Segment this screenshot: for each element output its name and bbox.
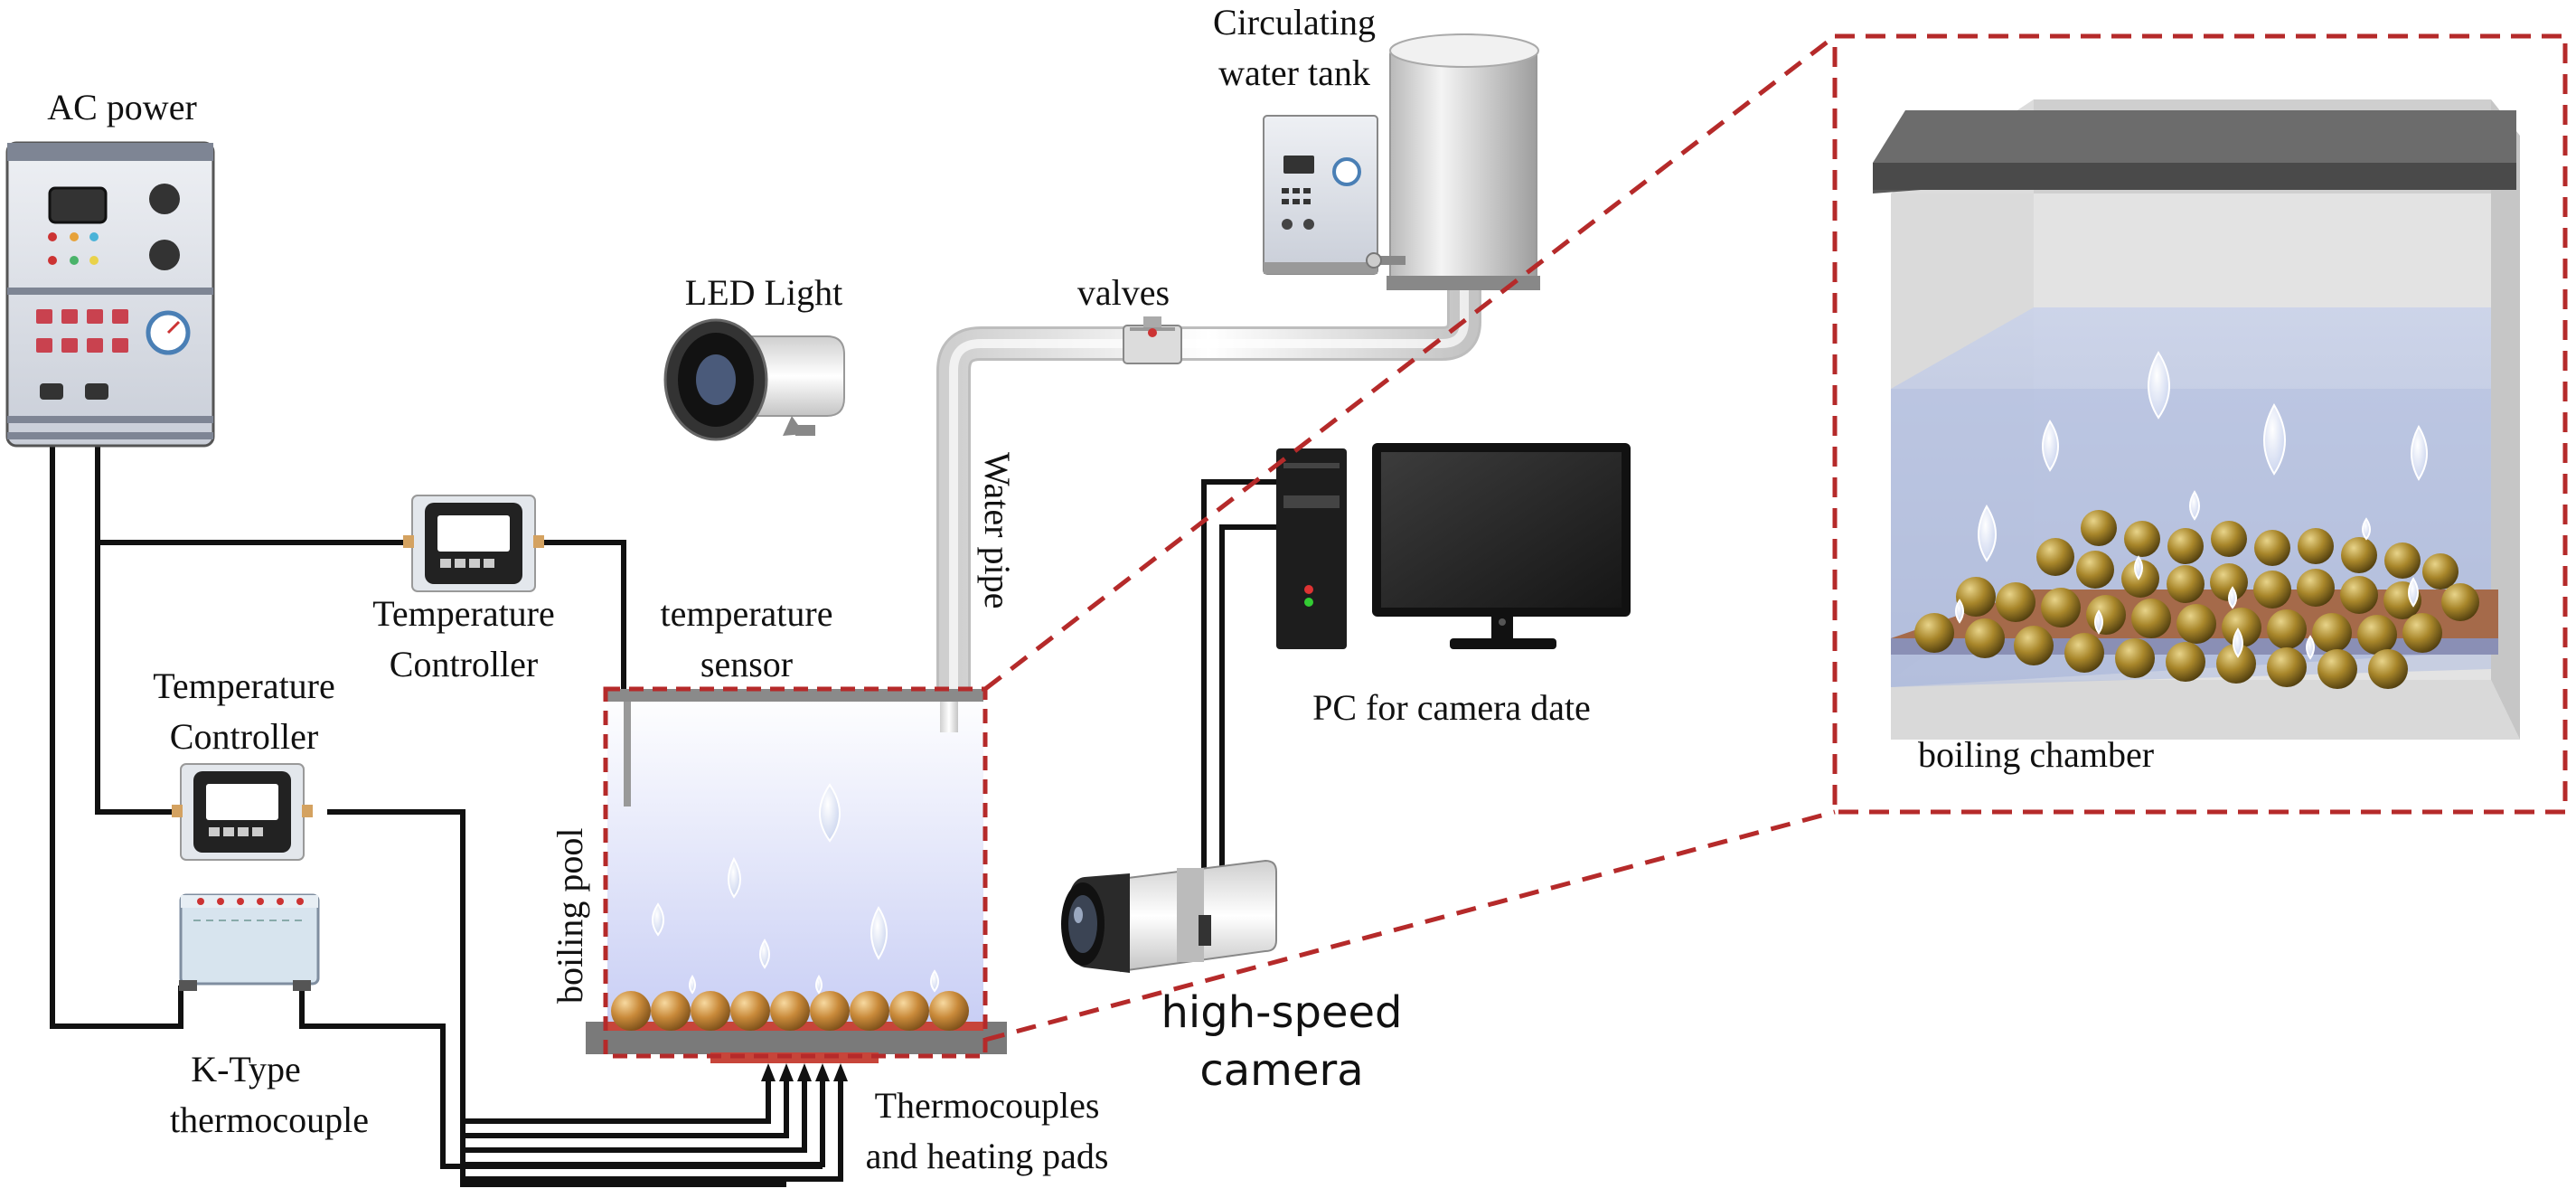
ac-buttons <box>36 309 128 353</box>
ac-power-label: AC power <box>47 87 197 127</box>
pc-label: PC for camera date <box>1312 687 1591 728</box>
water-pipe-label: Water pipe <box>977 452 1018 608</box>
valves-label: valves <box>1077 272 1170 313</box>
water-pipe <box>936 289 1481 732</box>
indicator-dots <box>48 232 99 265</box>
wiring <box>50 391 1294 1187</box>
k-type-label-1: K-Type <box>191 1049 301 1090</box>
temp-controller-lower-label-2: Controller <box>170 716 318 757</box>
boiling-chamber <box>1835 36 2565 812</box>
boiling-chamber-label: boiling chamber <box>1918 734 2154 775</box>
tank-label-2: water tank <box>1218 52 1370 93</box>
temp-controller-upper-label-1: Temperature <box>372 593 555 634</box>
pool-particles <box>611 991 969 1031</box>
camera-label-2: camera <box>1199 1045 1363 1096</box>
zoom-connector-lines <box>983 34 1837 1042</box>
pc-tower <box>1276 448 1347 649</box>
high-speed-camera <box>1061 859 1277 973</box>
k-type-label-2: thermocouple <box>170 1099 369 1140</box>
boiling-pool-label: boiling pool <box>550 828 590 1004</box>
temperature-controller-upper <box>403 495 544 592</box>
boiling-pool <box>586 689 1007 1063</box>
chamber-particles <box>1914 510 2479 689</box>
pool-dashed-frame <box>603 686 988 1059</box>
temp-sensor-label-1: temperature <box>661 593 833 634</box>
chamber-dashed-frame <box>1832 33 2568 815</box>
thermocouple-arrows <box>761 1063 848 1081</box>
led-light <box>663 318 845 441</box>
temp-controller-lower-label-1: Temperature <box>153 665 335 706</box>
tank-label-1: Circulating <box>1213 2 1376 42</box>
k-type-thermocouple-box <box>179 893 320 991</box>
valve-icon <box>1123 316 1182 364</box>
temperature-controller-lower <box>172 763 313 861</box>
temp-sensor-label-2: sensor <box>700 644 793 684</box>
circulating-water-tank <box>1263 33 1540 290</box>
ac-sockets <box>40 383 108 400</box>
camera-label-1: high-speed <box>1161 987 1403 1038</box>
led-light-label: LED Light <box>685 272 842 313</box>
thermocouples-label-1: Thermocouples <box>875 1085 1100 1126</box>
pool-bubbles <box>652 783 939 995</box>
ac-power-box <box>5 141 215 448</box>
temp-controller-upper-label-2: Controller <box>390 644 538 684</box>
thermocouples-label-2: and heating pads <box>866 1136 1109 1176</box>
chamber-bubbles <box>1955 351 2428 660</box>
pc-monitor <box>1372 443 1631 649</box>
